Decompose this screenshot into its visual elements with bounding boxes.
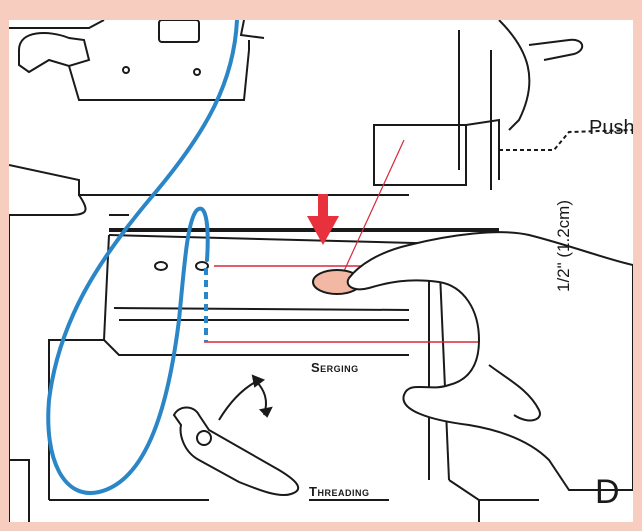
serging-label: Serging (311, 360, 359, 375)
diagram-canvas: Push 1/2" (1.2cm) Serging Threading D (9, 20, 633, 522)
guide-hole-right (195, 261, 209, 271)
upper-housing (9, 20, 492, 190)
machine-body (9, 164, 539, 522)
guide-hole-left (154, 261, 168, 271)
panel-letter: D (595, 473, 620, 511)
threading-lever (172, 374, 300, 496)
upper-right-mechanism (373, 20, 633, 186)
pointer-line (338, 139, 405, 283)
push-label: Push (589, 117, 633, 139)
push-arrow (307, 194, 339, 245)
measurement-label: 1/2" (1.2cm) (554, 200, 573, 292)
thread-guide-holes (154, 261, 209, 271)
threading-label: Threading (309, 484, 369, 499)
thread-path (46, 20, 239, 496)
hand-illustration (346, 231, 633, 491)
serger-illustration: Push 1/2" (1.2cm) Serging Threading D (9, 20, 633, 522)
